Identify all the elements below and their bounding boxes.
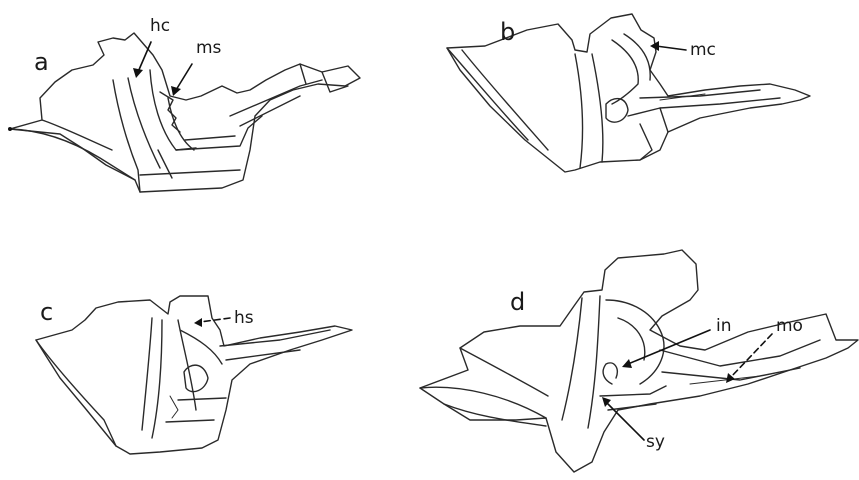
panel-d-sy-label: sy [646,434,665,451]
panel-c-label: c [40,300,53,324]
panel-b-pterygoid [640,90,780,108]
panel-c-hyomandibula [142,318,162,438]
panel-a-left-tip [8,127,12,131]
panel-a-ms-arrow [176,64,192,90]
panel-b-quadrate [628,108,668,160]
panel-d-mo-arrow [730,334,772,378]
panel-d-suboperculum [460,348,548,396]
panel-a-ms-label: ms [196,40,221,57]
panel-c-hs-label: hs [234,310,254,327]
panel-d-metapterygoid [606,300,664,384]
panel-d-in-label: in [716,318,732,335]
panel-a-ms-arrowhead [171,86,181,96]
panel-c-outline [36,296,352,454]
panel-d-drawing [420,250,858,472]
panel-a-drawing [8,33,360,192]
panel-c-metapterygoid [178,320,222,410]
panel-b-label: b [500,20,515,44]
panel-c-opercle [36,340,116,446]
panel-d-in-arrowhead [622,359,632,368]
panel-a-preopercle [150,70,196,150]
panel-b-hyomandibula [575,54,603,168]
panel-a-quadrate [140,150,240,178]
panel-c-hs-arrowhead [194,318,202,327]
panel-d-interhyal [603,363,617,384]
panel-b-mc-arrow [656,46,686,50]
panel-a-label: a [34,50,49,74]
panel-c-interhyal [170,396,178,418]
panel-b-opercle [447,48,548,150]
panel-a-outline [10,33,360,192]
panel-b-mc-label: mc [690,42,716,59]
panel-a-hc-arrowhead [133,68,143,78]
panel-a-hc-label: hc [150,18,170,35]
panel-c-symplectic [184,365,208,392]
panel-c-drawing [36,296,352,454]
panel-b-symplectic [606,99,628,123]
panel-b-metapterygoid [612,34,650,104]
panel-d-mo-label: mo [776,318,803,335]
panel-a-hc-arrow [138,42,151,72]
panel-d-label: d [510,290,525,314]
